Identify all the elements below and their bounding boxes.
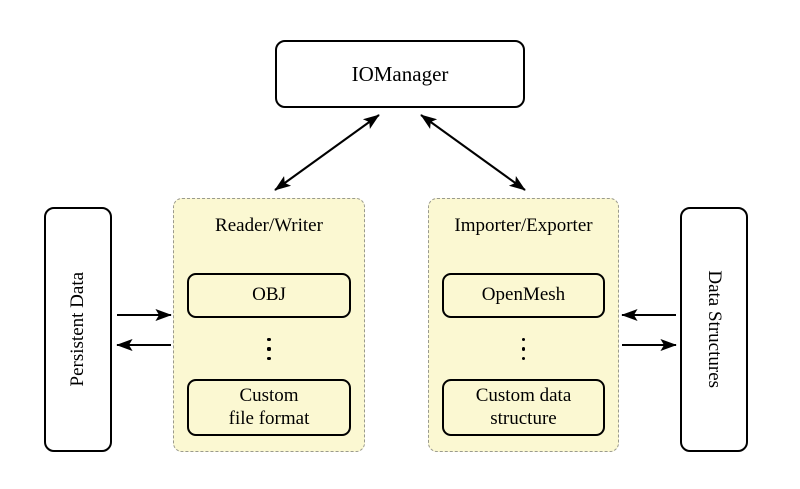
node-persistent-data[interactable]: Persistent Data bbox=[44, 207, 112, 452]
node-iomanager[interactable]: IOManager bbox=[275, 40, 525, 108]
node-custom-data-structure[interactable]: Custom data structure bbox=[442, 379, 605, 436]
node-custom-data-structure-label: Custom data structure bbox=[475, 385, 572, 429]
node-openmesh-label: OpenMesh bbox=[481, 284, 566, 306]
node-obj[interactable]: OBJ bbox=[187, 273, 351, 318]
node-iomanager-label: IOManager bbox=[351, 61, 449, 86]
node-custom-file-format-label: Custom file format bbox=[228, 385, 310, 429]
node-data-structures-label: Data Structures bbox=[704, 270, 726, 389]
node-obj-label: OBJ bbox=[252, 284, 286, 306]
group-importer-exporter-title: Importer/Exporter bbox=[454, 215, 593, 236]
group-reader-writer-title: Reader/Writer bbox=[215, 215, 323, 236]
ellipsis-importer-exporter bbox=[429, 329, 618, 369]
connector-manager-to-reader-writer bbox=[274, 114, 380, 191]
group-importer-exporter[interactable]: Importer/Exporter OpenMesh Custom data s… bbox=[428, 198, 619, 452]
connector-manager-to-importer-exporter bbox=[420, 114, 526, 191]
ellipsis-reader-writer bbox=[174, 329, 364, 369]
node-openmesh[interactable]: OpenMesh bbox=[442, 273, 605, 318]
group-reader-writer[interactable]: Reader/Writer OBJ Custom file format bbox=[173, 198, 365, 452]
node-persistent-data-label: Persistent Data bbox=[66, 272, 88, 387]
node-data-structures[interactable]: Data Structures bbox=[680, 207, 748, 452]
node-custom-file-format[interactable]: Custom file format bbox=[187, 379, 351, 436]
